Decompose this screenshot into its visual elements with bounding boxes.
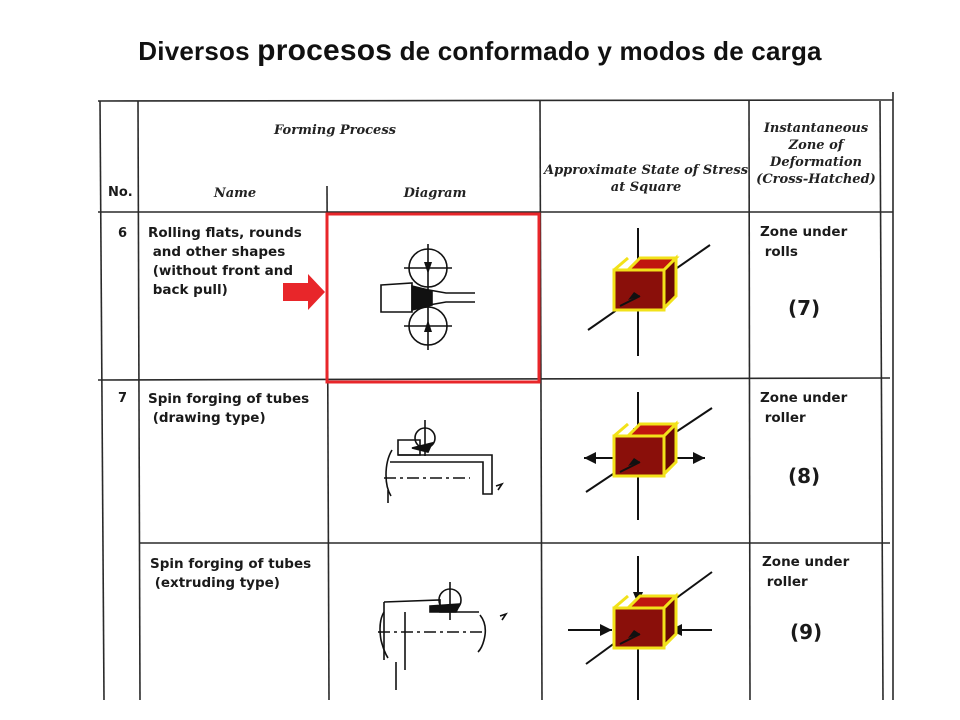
stress-diagram-row8 (568, 556, 713, 700)
header-name: Name (213, 186, 257, 201)
table-grid-lines (97, 92, 894, 701)
row-number: 7 (118, 391, 128, 406)
page-title: Diversos procesos de conformado y modos … (138, 34, 822, 67)
process-name: Spin forging of tubes (extruding type) (150, 556, 312, 591)
highlight-arrow-icon (283, 274, 325, 310)
reference-number: (9) (790, 620, 823, 644)
process-name: Spin forging of tubes (drawing type) (148, 391, 310, 426)
spin-forging-extruding-diagram (378, 582, 508, 690)
spin-forging-drawing-diagram (384, 420, 504, 503)
deformation-zone: Zone under rolls (760, 224, 848, 260)
deformation-zone: Zone under roller (760, 390, 848, 426)
highlight-box (325, 212, 541, 384)
reference-number: (8) (788, 464, 821, 488)
header-forming-process: Forming Process (274, 123, 396, 138)
process-name: Rolling flats, rounds and other shapes (… (148, 225, 302, 298)
deformation-zone: Zone under roller (762, 554, 850, 590)
header-diagram: Diagram (403, 186, 467, 201)
reference-number: (7) (788, 296, 821, 320)
stress-diagram-row7 (584, 392, 713, 520)
header-no: No. (108, 185, 133, 200)
stress-diagram-row6 (587, 228, 711, 356)
rolling-diagram (380, 244, 475, 350)
row-number: 6 (118, 226, 128, 241)
